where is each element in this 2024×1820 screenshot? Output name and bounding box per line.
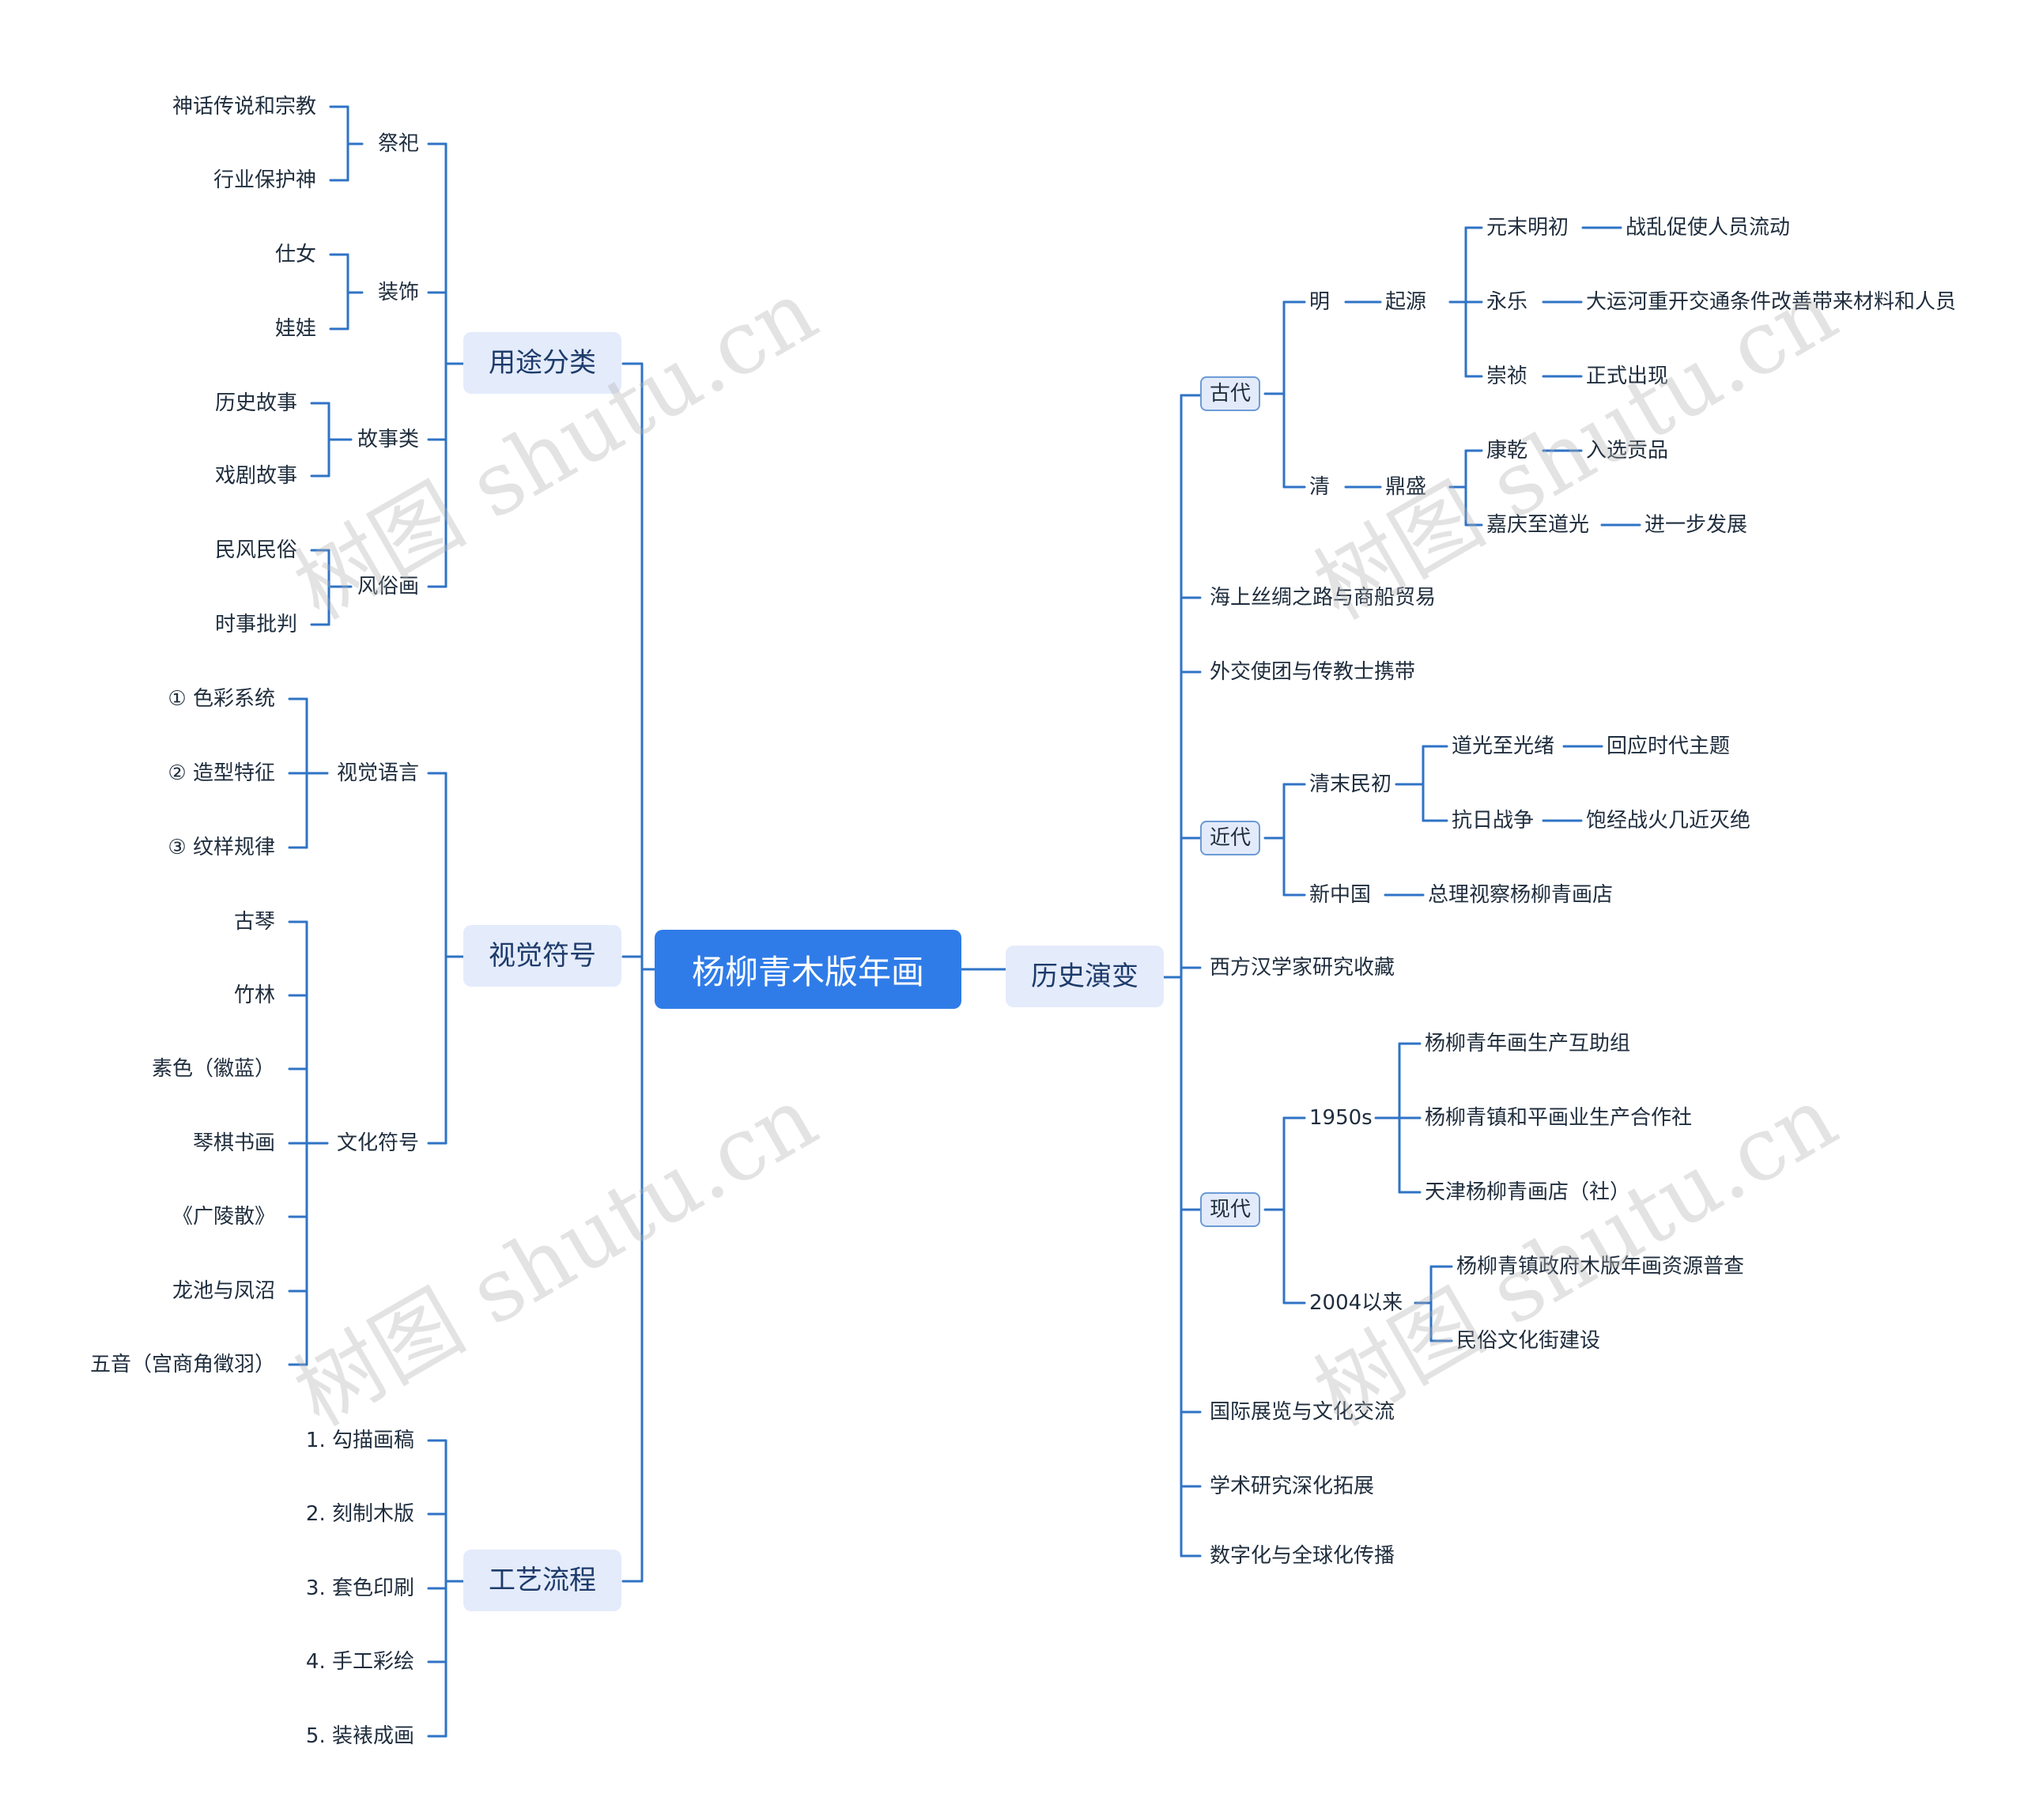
root-topic[interactable]: 杨柳青木版年画: [655, 930, 961, 1009]
usage-group-custom[interactable]: 风俗画: [357, 575, 419, 598]
era-2004[interactable]: 2004以来: [1309, 1291, 1403, 1315]
dynasty-ming[interactable]: 明: [1309, 290, 1331, 314]
culture-item[interactable]: 琴棋书画: [192, 1131, 275, 1155]
culture-item[interactable]: 竹林: [233, 984, 275, 1007]
period-ancient[interactable]: 古代: [1200, 376, 1261, 411]
craft-step[interactable]: 5. 装裱成画: [305, 1724, 414, 1748]
craft-step[interactable]: 4. 手工彩绘: [305, 1650, 414, 1674]
usage-item[interactable]: 戏剧故事: [214, 464, 297, 488]
craft-step[interactable]: 2. 刻制木版: [305, 1502, 414, 1526]
culture-item[interactable]: 《广陵散》: [172, 1205, 275, 1229]
usage-item[interactable]: 行业保护神: [213, 168, 316, 192]
2004-item[interactable]: 民俗文化街建设: [1456, 1329, 1601, 1353]
1950s-item[interactable]: 杨柳青年画生产互助组: [1425, 1032, 1631, 1055]
ming-item[interactable]: 永乐: [1486, 290, 1528, 314]
qing-peak[interactable]: 鼎盛: [1385, 475, 1427, 499]
usage-item[interactable]: 娃娃: [274, 317, 316, 341]
ming-item[interactable]: 崇祯: [1486, 364, 1528, 388]
usage-item[interactable]: 神话传说和宗教: [172, 95, 316, 119]
visual-item[interactable]: ① 色彩系统: [168, 687, 275, 711]
late-qing-item[interactable]: 抗日战争: [1452, 809, 1535, 833]
qing-note[interactable]: 进一步发展: [1644, 513, 1748, 537]
visual-item[interactable]: ③ 纹样规律: [168, 836, 275, 859]
history-academic[interactable]: 学术研究深化拓展: [1210, 1475, 1375, 1498]
usage-item[interactable]: 仕女: [274, 243, 316, 266]
history-western[interactable]: 西方汉学家研究收藏: [1210, 956, 1395, 980]
1950s-item[interactable]: 杨柳青镇和平画业生产合作社: [1425, 1106, 1693, 1130]
ming-origin[interactable]: 起源: [1385, 290, 1427, 314]
visual-group-language[interactable]: 视觉语言: [336, 761, 419, 785]
visual-item[interactable]: ② 造型特征: [168, 761, 275, 785]
branch-visual[interactable]: 视觉符号: [463, 925, 621, 987]
history-silk-road[interactable]: 海上丝绸之路与商船贸易: [1210, 586, 1437, 610]
ming-note[interactable]: 战乱促使人员流动: [1626, 216, 1791, 240]
culture-item[interactable]: 龙池与凤沼: [172, 1279, 275, 1303]
late-qing-item[interactable]: 道光至光绪: [1452, 734, 1555, 758]
usage-group-decoration[interactable]: 装饰: [377, 281, 419, 304]
period-modern-early[interactable]: 近代: [1200, 821, 1261, 855]
culture-item[interactable]: 古琴: [233, 910, 275, 934]
usage-item[interactable]: 民风民俗: [214, 538, 297, 562]
craft-step[interactable]: 1. 勾描画稿: [305, 1429, 414, 1452]
culture-item[interactable]: 五音（宫商角徵羽）: [89, 1353, 275, 1376]
ming-item[interactable]: 元末明初: [1486, 216, 1569, 240]
late-qing-note[interactable]: 回应时代主题: [1607, 734, 1731, 758]
visual-group-culture[interactable]: 文化符号: [336, 1131, 419, 1155]
branch-usage[interactable]: 用途分类: [463, 332, 621, 394]
new-china[interactable]: 新中国: [1309, 883, 1372, 907]
new-china-note[interactable]: 总理视察杨柳青画店: [1428, 883, 1614, 907]
usage-group-sacrifice[interactable]: 祭祀: [377, 132, 419, 156]
dynasty-qing[interactable]: 清: [1309, 475, 1331, 499]
late-qing-note[interactable]: 饱经战火几近灭绝: [1586, 809, 1751, 833]
branch-craft[interactable]: 工艺流程: [463, 1550, 621, 1611]
history-intl[interactable]: 国际展览与文化交流: [1210, 1400, 1395, 1424]
ming-note[interactable]: 正式出现: [1586, 364, 1669, 388]
culture-item[interactable]: 素色（徽蓝）: [151, 1057, 275, 1081]
ming-note[interactable]: 大运河重开交通条件改善带来材料和人员: [1586, 290, 1957, 314]
branch-history[interactable]: 历史演变: [1006, 946, 1164, 1007]
2004-item[interactable]: 杨柳青镇政府木版年画资源普查: [1456, 1255, 1745, 1278]
history-diplomacy[interactable]: 外交使团与传教士携带: [1210, 660, 1416, 684]
usage-group-story[interactable]: 故事类: [357, 428, 419, 451]
qing-item[interactable]: 嘉庆至道光: [1486, 513, 1590, 537]
period-contemporary[interactable]: 现代: [1200, 1192, 1261, 1227]
late-qing[interactable]: 清末民初: [1309, 772, 1392, 796]
usage-item[interactable]: 时事批判: [214, 613, 297, 636]
1950s-item[interactable]: 天津杨柳青画店（社）: [1425, 1180, 1631, 1204]
era-1950s[interactable]: 1950s: [1309, 1106, 1373, 1130]
craft-step[interactable]: 3. 套色印刷: [305, 1576, 414, 1600]
qing-item[interactable]: 康乾: [1486, 439, 1528, 463]
usage-item[interactable]: 历史故事: [214, 391, 297, 415]
qing-note[interactable]: 入选贡品: [1586, 439, 1669, 463]
history-digital[interactable]: 数字化与全球化传播: [1210, 1544, 1395, 1568]
